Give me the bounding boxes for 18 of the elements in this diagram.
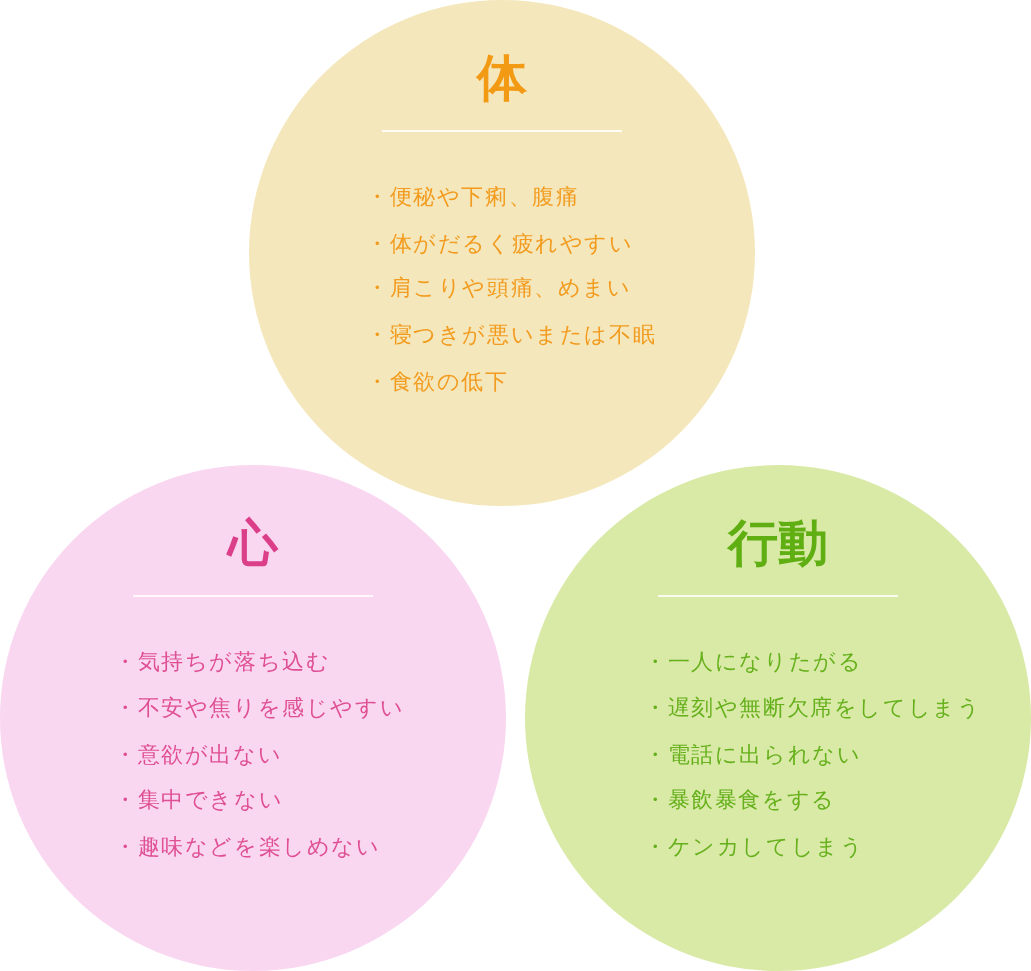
circle-heading: 心 bbox=[228, 513, 278, 573]
list-item: ・体がだるく疲れやすい bbox=[366, 231, 634, 257]
circle-heading: 行動 bbox=[728, 513, 828, 573]
list-item: ・一人になりたがる bbox=[644, 649, 863, 675]
list-item: ・意欲が出ない bbox=[114, 742, 283, 768]
list-item: ・電話に出られない bbox=[644, 742, 862, 768]
list-item: ・肩こりや頭痛、めまい bbox=[366, 275, 632, 301]
circle-heading: 体 bbox=[477, 48, 527, 108]
list-item: ・寝つきが悪いまたは不眠 bbox=[366, 322, 657, 348]
list-item: ・遅刻や無断欠席をしてしまう bbox=[644, 695, 982, 721]
list-item: ・気持ちが落ち込む bbox=[114, 649, 331, 675]
list-item: ・食欲の低下 bbox=[366, 369, 509, 395]
list-item: ・暴飲暴食をする bbox=[644, 787, 836, 813]
list-item: ・便秘や下痢、腹痛 bbox=[366, 184, 580, 210]
list-item: ・不安や焦りを感じやすい bbox=[114, 695, 405, 721]
list-item: ・趣味などを楽しめない bbox=[114, 834, 381, 860]
list-item: ・集中できない bbox=[114, 787, 284, 813]
list-item: ・ケンカしてしまう bbox=[644, 834, 865, 860]
